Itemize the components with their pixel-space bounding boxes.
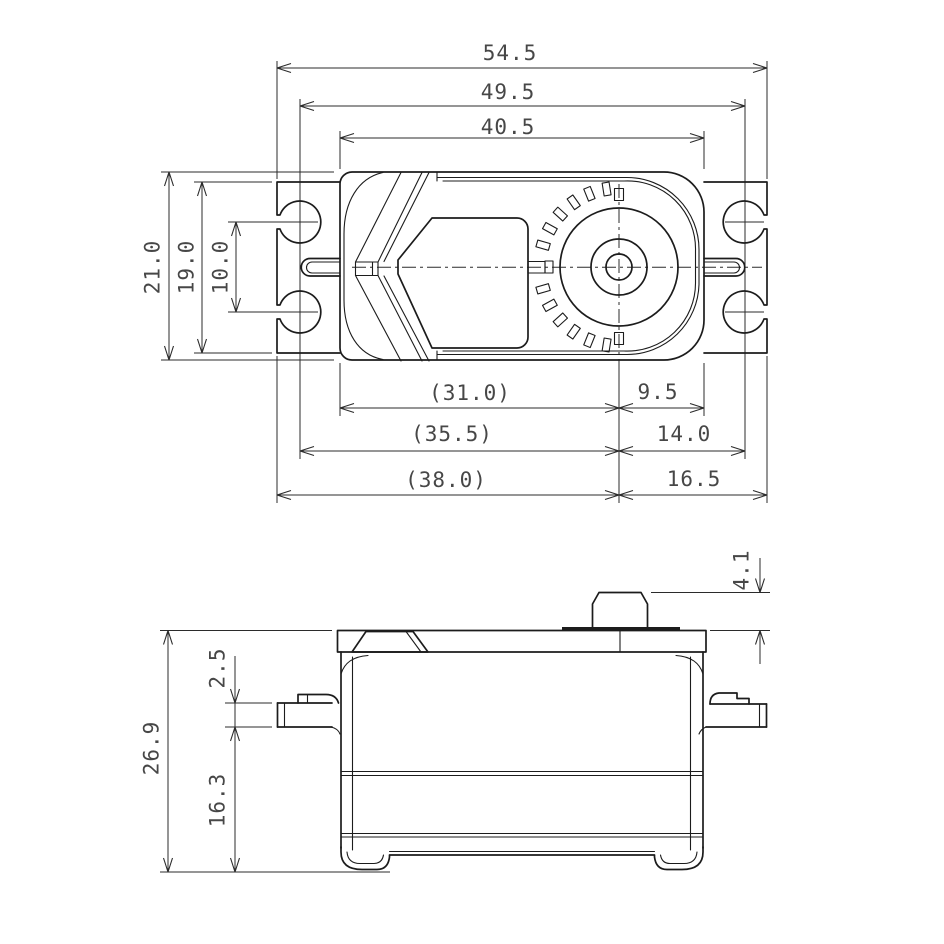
output-shaft-side — [591, 591, 649, 628]
side-mount-tab-left — [276, 693, 341, 735]
side-mount-tab-right — [698, 692, 768, 735]
case-label-plate — [397, 217, 554, 349]
dim-case-width: 40.5 — [481, 115, 536, 139]
bottom-plate — [340, 846, 704, 871]
side-view-case — [336, 591, 707, 871]
side-view-extension-lines — [160, 592, 770, 873]
dim-tab-thickness: 2.5 — [206, 648, 230, 689]
top-view: 54.5 49.5 40.5 21.0 19.0 10.0 (31.0) 9.5… — [141, 41, 768, 503]
foot-right — [659, 851, 698, 865]
dim-shaft-to-tab-right: 16.5 — [667, 467, 722, 491]
shoulder-fillet-right — [675, 654, 704, 675]
top-view-dimension-lines — [163, 62, 768, 501]
foot-left — [346, 851, 385, 865]
spline-index-top — [613, 187, 625, 202]
dim-shaft-to-case-right: 9.5 — [638, 380, 679, 404]
top-view-extension-lines — [161, 61, 768, 503]
dim-overall-width: 54.5 — [483, 41, 538, 65]
case-edge-accent-inner — [442, 180, 697, 352]
spline-flange — [562, 627, 680, 631]
top-cap-band — [336, 629, 707, 653]
dim-overall-height: 26.9 — [140, 721, 164, 776]
dim-hole-pitch: 10.0 — [209, 240, 233, 295]
case-chevron-decoration — [354, 171, 430, 362]
top-view-case-body — [339, 171, 705, 361]
shoulder-fillet-left — [340, 654, 369, 675]
side-label-plate — [351, 630, 429, 653]
dim-tab-to-bottom: 16.3 — [206, 773, 230, 828]
mount-tab-left — [276, 181, 341, 354]
side-view-dimension-lines — [162, 558, 766, 873]
output-shaft-circles — [535, 181, 679, 353]
case-nose-curve — [343, 171, 384, 361]
mount-tab-right — [703, 181, 768, 354]
dim-shaft-to-flange-right: 14.0 — [657, 422, 712, 446]
case-seam-tongues — [300, 257, 746, 277]
dim-flange-hole-span: 49.5 — [481, 80, 536, 104]
spline-index-bottom — [613, 331, 625, 346]
case-edge-accent-outer — [436, 176, 700, 356]
side-view: 4.1 2.5 26.9 16.3 — [140, 550, 770, 873]
dim-shaft-protrusion: 4.1 — [730, 550, 754, 591]
dim-flange-left-to-shaft: (35.5) — [411, 422, 493, 446]
dim-tab-depth: 19.0 — [175, 240, 199, 295]
pot-slot-marker — [544, 260, 554, 274]
dim-tab-left-to-shaft: (38.0) — [405, 468, 487, 492]
dim-overall-depth: 21.0 — [141, 240, 165, 295]
dim-case-left-to-shaft: (31.0) — [429, 381, 511, 405]
spline-tick-marks — [535, 181, 612, 353]
